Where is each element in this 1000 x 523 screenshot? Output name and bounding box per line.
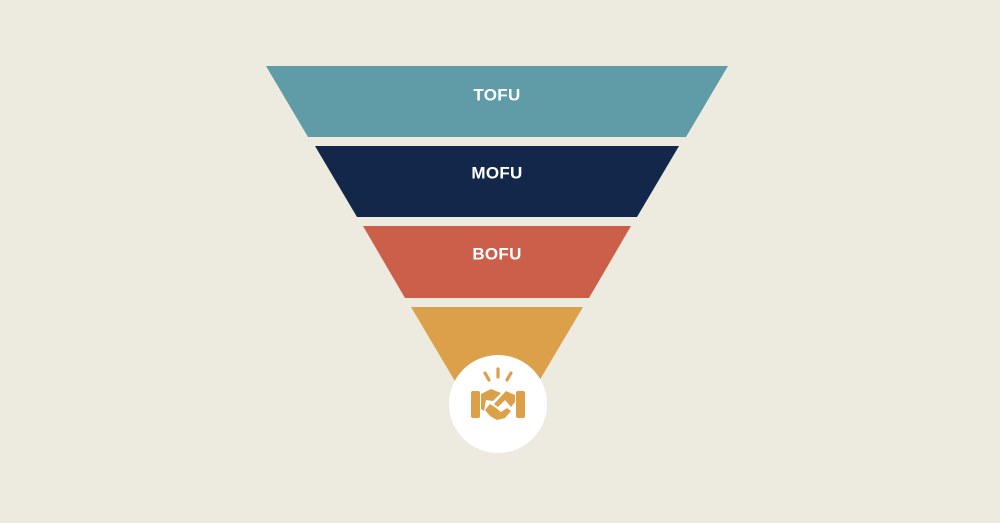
handshake-icon <box>471 367 525 420</box>
deal-closed-badge <box>449 355 547 453</box>
spark-lines <box>483 367 513 382</box>
funnel-stage-bofu-label: BOFU <box>472 244 521 263</box>
funnel-stage-tofu-label: TOFU <box>473 85 520 104</box>
funnel-stage-mofu <box>315 146 679 217</box>
funnel-stage-mofu-label: MOFU <box>471 163 522 182</box>
handshake-shapes <box>471 389 525 420</box>
funnel-stage-tofu <box>266 66 728 137</box>
funnel-stage-bofu <box>363 226 631 298</box>
